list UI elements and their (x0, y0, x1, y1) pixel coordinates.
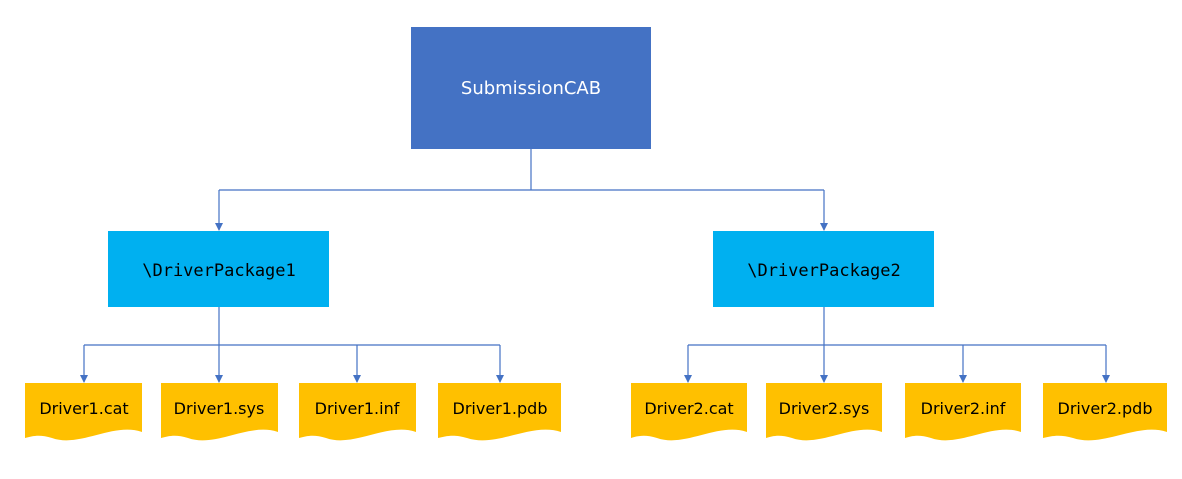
package-label: \DriverPackage2 (747, 261, 901, 281)
document-shape (766, 383, 882, 441)
file-node[interactable]: Driver1.cat (25, 383, 142, 441)
package-box (108, 231, 329, 307)
file-node[interactable]: Driver2.pdb (1043, 383, 1167, 441)
document-shape (1043, 383, 1167, 441)
file-label: Driver2.inf (921, 399, 1006, 418)
document-shape (438, 383, 561, 441)
package1-connectors (80, 307, 504, 383)
document-shape (25, 383, 142, 441)
document-shape (299, 383, 416, 441)
file-node[interactable]: Driver1.inf (299, 383, 416, 441)
package-node-2[interactable]: \DriverPackage2 (713, 231, 934, 307)
file-node[interactable]: Driver1.pdb (438, 383, 561, 441)
file-label: Driver2.sys (779, 399, 870, 418)
file-label: Driver1.inf (315, 399, 400, 418)
file-node[interactable]: Driver2.inf (905, 383, 1021, 441)
document-shape (905, 383, 1021, 441)
file-node[interactable]: Driver2.cat (631, 383, 747, 441)
file-label: Driver2.pdb (1058, 399, 1153, 418)
package-node-1[interactable]: \DriverPackage1 (108, 231, 329, 307)
file-node[interactable]: Driver2.sys (766, 383, 882, 441)
document-shape (631, 383, 747, 441)
root-node[interactable]: SubmissionCAB (411, 27, 651, 149)
root-connectors (215, 149, 828, 231)
file-label: Driver2.cat (644, 399, 733, 418)
root-box (411, 27, 651, 149)
root-label: SubmissionCAB (461, 78, 601, 99)
file-label: Driver1.sys (174, 399, 265, 418)
file-node[interactable]: Driver1.sys (161, 383, 278, 441)
package2-connectors (684, 307, 1110, 383)
file-label: Driver1.cat (39, 399, 128, 418)
package-label: \DriverPackage1 (142, 261, 296, 281)
document-shape (161, 383, 278, 441)
package-box (713, 231, 934, 307)
file-label: Driver1.pdb (453, 399, 548, 418)
